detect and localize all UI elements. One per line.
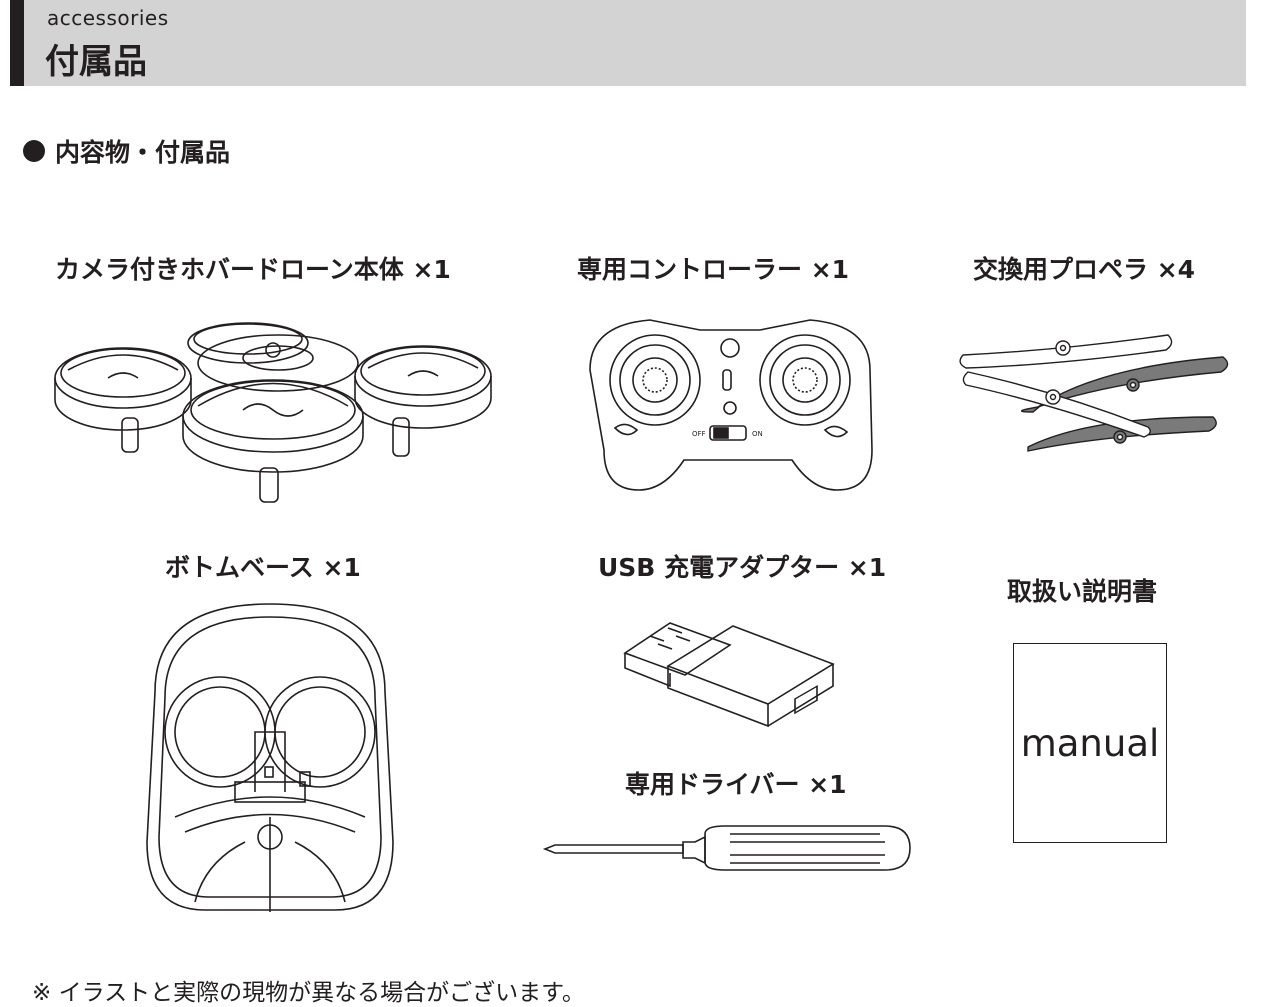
bullet-icon xyxy=(23,140,45,162)
item-label-drone: カメラ付きホバードローン本体 ×1 xyxy=(55,255,451,284)
switch-off-label: OFF xyxy=(692,430,706,438)
header-bar xyxy=(10,0,1246,86)
page-title: 付属品 xyxy=(45,42,147,82)
item-label-propellers: 交換用プロペラ ×4 xyxy=(973,255,1196,284)
header-accent xyxy=(10,0,24,86)
manual-icon: manual xyxy=(1013,643,1167,843)
bottom-base-icon xyxy=(146,603,394,912)
item-label-manual: 取扱い説明書 xyxy=(1007,577,1158,606)
item-label-screwdriver: 専用ドライバー ×1 xyxy=(625,770,847,799)
footnote: ※ イラストと実際の現物が異なる場合がございます。 xyxy=(32,980,585,1006)
manual-cover-text: manual xyxy=(1020,721,1160,765)
screwdriver-icon xyxy=(542,825,911,871)
item-label-usb-adapter: USB 充電アダプター ×1 xyxy=(598,553,887,582)
propellers-icon xyxy=(959,334,1229,452)
drone-icon xyxy=(54,322,492,503)
item-label-bottom-base: ボトムベース ×1 xyxy=(165,553,361,582)
section-heading-text: 内容物・付属品 xyxy=(55,138,231,167)
switch-on-label: ON xyxy=(752,430,763,438)
header-subtitle: accessories xyxy=(47,6,169,30)
controller-icon: OFF ON xyxy=(589,319,873,491)
item-label-controller: 専用コントローラー ×1 xyxy=(577,255,850,284)
section-heading: 内容物・付属品 xyxy=(23,133,230,169)
usb-adapter-icon xyxy=(623,622,835,728)
